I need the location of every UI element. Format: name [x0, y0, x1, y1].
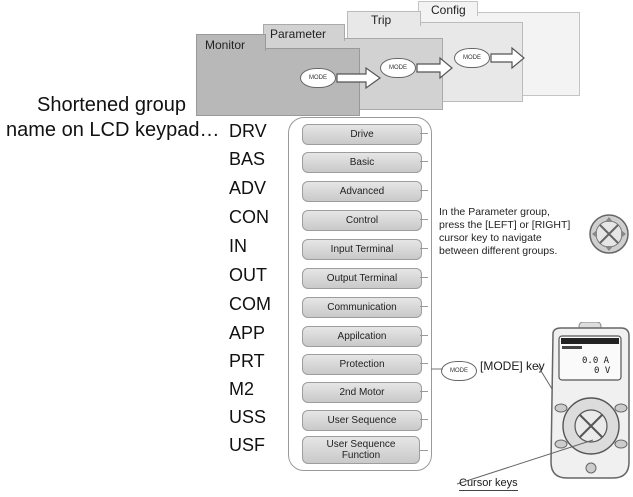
group-button-application[interactable]: Appilcation: [302, 326, 422, 347]
monitor-tab-label: Monitor: [205, 38, 246, 52]
connector-line: [420, 133, 428, 134]
parameter-tab: [263, 24, 345, 41]
group-button-protection[interactable]: Protection: [302, 354, 422, 375]
trip-tab-label: Trip: [371, 13, 392, 27]
group-code-bas: BAS: [229, 149, 266, 169]
parameter-tab-label: Parameter: [270, 27, 327, 41]
group-code-prt: PRT: [229, 351, 265, 371]
cursor-keys-leader: [456, 439, 594, 485]
group-button-advanced[interactable]: Advanced: [302, 181, 422, 202]
lcd-keypad-device: [550, 322, 630, 479]
connector-line: [420, 248, 428, 249]
group-button-communication[interactable]: Communication: [302, 297, 422, 318]
connector-line: [420, 306, 428, 307]
group-button-user-sequence-function[interactable]: User Sequence Function: [302, 436, 420, 464]
connector-line: [420, 363, 428, 364]
mode-key-label: [MODE] key: [480, 359, 545, 373]
mode-key-icon: MODE: [441, 361, 477, 381]
keypad-display-line-1: 0.0 A: [582, 356, 610, 366]
group-button-output-terminal[interactable]: Output Terminal: [302, 268, 422, 289]
monitor-tab: [196, 34, 266, 51]
group-button-2nd-motor[interactable]: 2nd Motor: [302, 382, 422, 403]
instruction-line-1: In the Parameter group,: [439, 206, 550, 218]
mode-button-icon: MODE: [380, 58, 416, 78]
instruction-line-4: between different groups.: [439, 245, 558, 257]
keypad-display-line-2: 0 V: [594, 366, 611, 376]
group-button-input-terminal[interactable]: Input Terminal: [302, 239, 422, 260]
connector-line: [420, 161, 428, 162]
config-tab-label: Config: [431, 3, 466, 17]
cursor-key-icon: [589, 214, 629, 254]
heading-line-2: name on LCD keypad…: [6, 119, 220, 141]
right-arrow-icon: [490, 46, 525, 70]
cursor-keys-label: Cursor keys: [459, 477, 518, 491]
instruction-line-2: press the [LEFT] or [RIGHT]: [439, 219, 571, 231]
connector-line: [420, 277, 428, 278]
right-arrow-icon: [336, 66, 382, 90]
connector-line: [420, 419, 428, 420]
group-code-app: APP: [229, 323, 266, 343]
group-code-con: CON: [229, 207, 269, 227]
config-tab: [418, 1, 478, 16]
connector-line: [420, 219, 428, 220]
group-code-adv: ADV: [229, 178, 267, 198]
connector-line: [420, 190, 428, 191]
group-code-out: OUT: [229, 265, 267, 285]
instruction-line-3: cursor key to navigate: [439, 232, 542, 244]
group-button-control[interactable]: Control: [302, 210, 422, 231]
mode-key-pointer: [431, 368, 443, 370]
connector-line: [420, 391, 428, 392]
group-button-basic[interactable]: Basic: [302, 152, 422, 173]
group-code-com: COM: [229, 294, 271, 314]
heading-line-1: Shortened group: [37, 94, 187, 116]
group-code-in: IN: [229, 236, 247, 256]
right-arrow-icon: [416, 56, 453, 80]
group-button-drive[interactable]: Drive: [302, 124, 422, 145]
trip-tab: [347, 11, 421, 26]
group-code-m2: M2: [229, 379, 255, 399]
mode-button-icon: MODE: [454, 48, 490, 68]
connector-line: [420, 335, 428, 336]
group-button-user-sequence[interactable]: User Sequence: [302, 410, 422, 431]
group-code-drv: DRV: [229, 121, 267, 141]
mode-button-icon: MODE: [300, 68, 336, 88]
group-code-usf: USF: [229, 435, 265, 455]
group-code-uss: USS: [229, 407, 267, 427]
connector-line: [420, 450, 428, 451]
